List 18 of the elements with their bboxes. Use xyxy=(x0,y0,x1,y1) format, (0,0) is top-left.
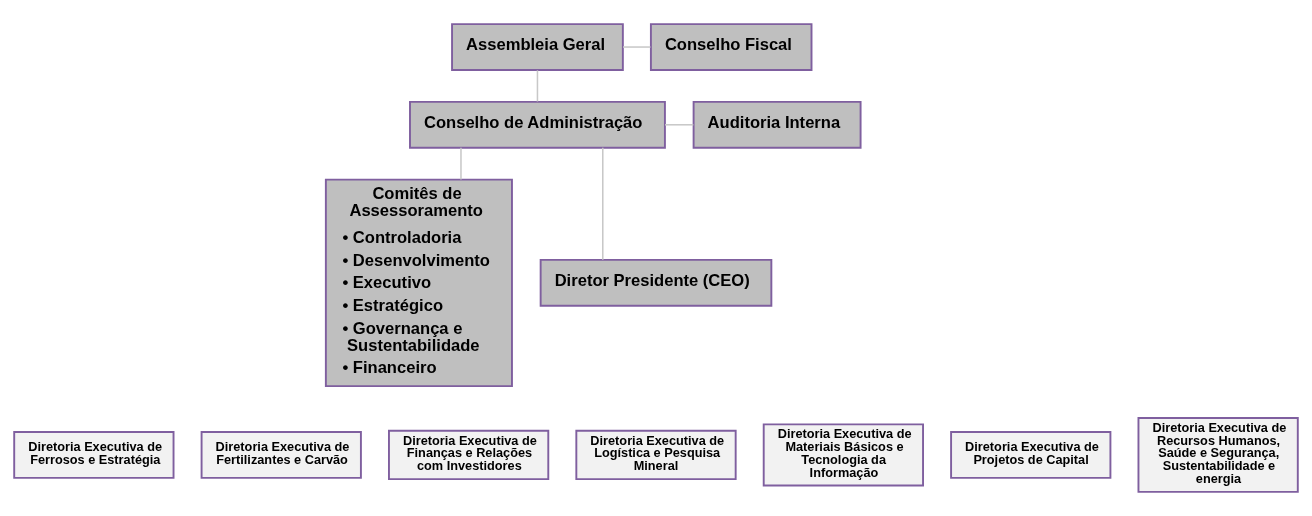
node-box: Diretoria Executiva de Fertilizantes e Carvão xyxy=(200,431,362,479)
node-box: Diretoria Executiva de Recursos Humanos, Saúde e Segurança, Sustentabilidade e energia xyxy=(1137,417,1299,493)
node-box: Diretoria Executiva de Ferrosos e Estratégia xyxy=(13,431,175,479)
connector xyxy=(460,147,462,181)
node-box: Conselho Fiscal xyxy=(649,23,813,71)
node-box: Conselho de Administração xyxy=(409,100,666,149)
connector xyxy=(602,147,604,261)
node-box: Assembleia Geral xyxy=(451,23,624,71)
connector xyxy=(536,69,539,103)
node-box: Diretoria Executiva de Projetos de Capital xyxy=(950,431,1112,479)
node-box: Comitês de Assessoramento • Controladoria • Desenvolvimento • Executivo • Estratégico • Governança e Sustentabilidade • Financeiro xyxy=(324,178,513,388)
node-box: Diretoria Executiva de Materiais Básicos e Tecnologia da Informação xyxy=(762,423,924,487)
node-box: Auditoria Interna xyxy=(692,100,862,149)
node-box: Diretoria Executiva de Finanças e Relações com Investidores xyxy=(388,429,550,481)
node-box: Diretoria Executiva de Logística e Pesquisa Mineral xyxy=(575,429,737,481)
connector xyxy=(622,46,652,48)
connector xyxy=(664,124,695,126)
node-box: Diretor Presidente (CEO) xyxy=(539,258,773,307)
